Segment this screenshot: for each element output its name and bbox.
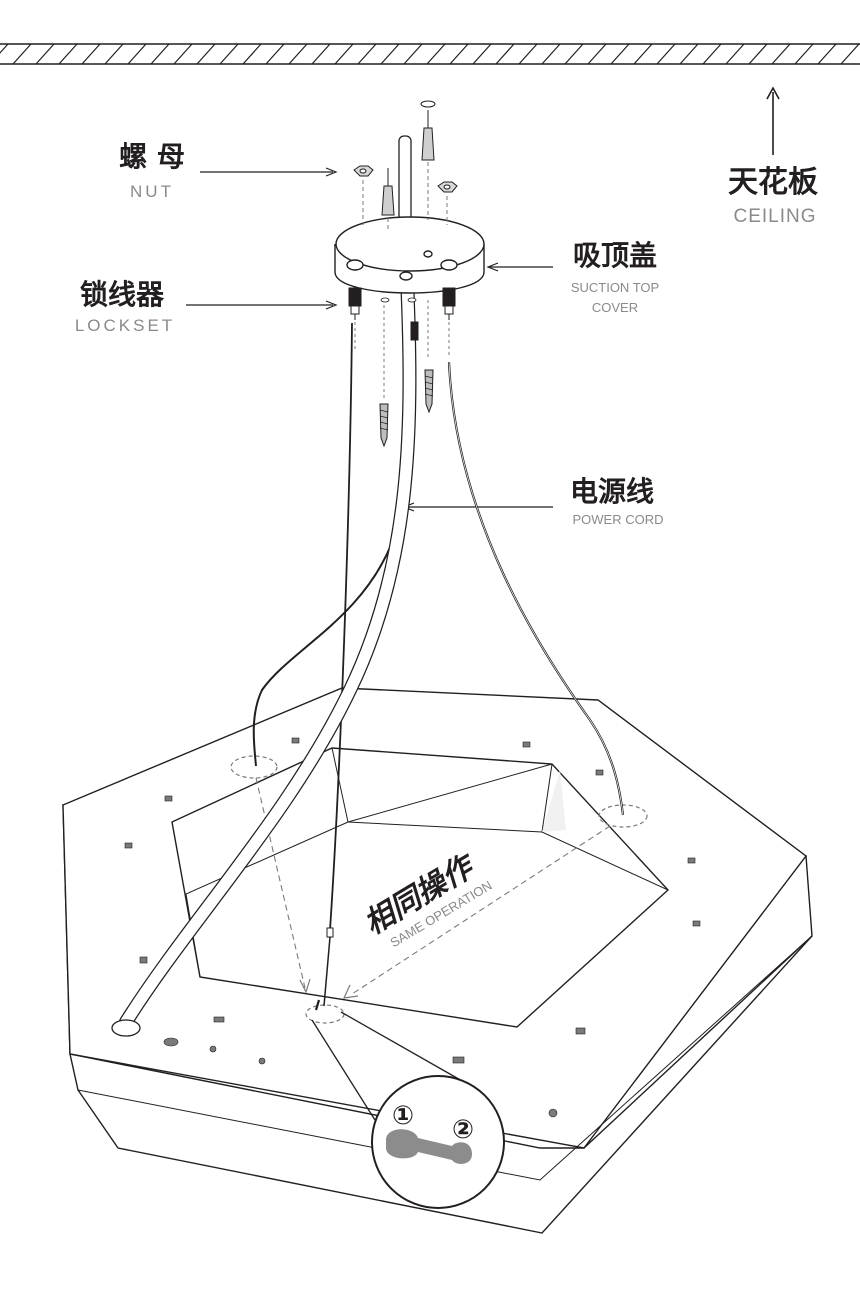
hatch-mark bbox=[0, 43, 9, 54]
hatch-mark bbox=[610, 43, 630, 65]
ceiling-hatch bbox=[0, 43, 860, 65]
lockset-leader bbox=[186, 300, 338, 310]
hatch-mark bbox=[81, 43, 101, 65]
screw-right bbox=[424, 369, 434, 414]
same-operation-arrowheads bbox=[299, 978, 359, 999]
surface-holes bbox=[124, 737, 701, 1118]
anchor-bolts bbox=[381, 100, 436, 216]
suction-cover-label-en-2: COVER bbox=[592, 300, 638, 315]
hatch-mark bbox=[541, 43, 561, 65]
hatch-mark bbox=[633, 43, 653, 65]
step-two-marker: ② bbox=[452, 1115, 474, 1145]
hatch-mark bbox=[794, 43, 814, 65]
lockset-right bbox=[442, 287, 456, 320]
hatch-mark bbox=[219, 43, 239, 65]
hatch-mark bbox=[357, 43, 377, 65]
hatch-mark bbox=[495, 43, 515, 65]
suction-cover-label-cn: 吸顶盖 bbox=[573, 239, 657, 272]
nut-label-cn: 螺 母 bbox=[119, 140, 185, 173]
hatch-mark bbox=[58, 43, 78, 65]
install-guides-top bbox=[362, 162, 448, 230]
hatch-mark bbox=[817, 43, 837, 65]
lockset-label-cn: 锁线器 bbox=[80, 278, 165, 311]
hatch-mark bbox=[127, 43, 147, 65]
hatch-mark bbox=[656, 43, 676, 65]
keyhole-slot bbox=[386, 1129, 472, 1164]
hatch-mark bbox=[725, 43, 745, 65]
hatch-mark bbox=[702, 43, 722, 65]
canopy bbox=[334, 216, 485, 303]
nut-right bbox=[437, 181, 458, 193]
hatch-mark bbox=[449, 43, 469, 65]
hatch-mark bbox=[771, 43, 791, 65]
suction-cover-leader bbox=[486, 262, 553, 272]
power-cord bbox=[111, 135, 417, 1037]
hatch-mark bbox=[242, 43, 262, 65]
power-cord-label-en: POWER CORD bbox=[573, 512, 664, 527]
hatch-mark bbox=[334, 43, 354, 65]
nut-leader bbox=[200, 167, 338, 177]
ceiling-arrow bbox=[766, 86, 780, 155]
suction-cover-label-en-1: SUCTION TOP bbox=[571, 280, 659, 295]
lockset-center bbox=[410, 321, 419, 341]
hatch-mark bbox=[196, 43, 216, 65]
hatch-mark bbox=[587, 43, 607, 65]
ceiling-label-cn: 天花板 bbox=[728, 165, 818, 200]
nut-label-en: NUT bbox=[130, 182, 174, 201]
hatch-mark bbox=[150, 43, 170, 65]
install-guides-bottom bbox=[354, 300, 450, 400]
hatch-mark bbox=[380, 43, 400, 65]
nut-left bbox=[353, 165, 374, 177]
ceiling-label-en: CEILING bbox=[733, 206, 816, 227]
hatch-mark bbox=[748, 43, 768, 65]
hatch-mark bbox=[173, 43, 193, 65]
hatch-mark bbox=[472, 43, 492, 65]
step-one-marker: ① bbox=[392, 1101, 414, 1131]
hatch-mark bbox=[288, 43, 308, 65]
hatch-mark bbox=[403, 43, 423, 65]
same-operation-guides bbox=[255, 777, 611, 995]
lockset-left bbox=[348, 287, 362, 320]
suspension-cables bbox=[252, 322, 625, 1011]
hatch-mark bbox=[35, 43, 55, 65]
lockset-label-en: LOCKSET bbox=[75, 316, 175, 335]
hatch-mark bbox=[104, 43, 124, 65]
power-cord-label-cn: 电源线 bbox=[570, 475, 654, 508]
keyhole-zoom bbox=[311, 1011, 505, 1209]
screw-left bbox=[379, 403, 389, 448]
hatch-mark bbox=[679, 43, 699, 65]
hatch-mark bbox=[564, 43, 584, 65]
hatch-mark bbox=[12, 43, 32, 65]
hatch-mark bbox=[840, 43, 860, 65]
hatch-mark bbox=[426, 43, 446, 65]
hatch-mark bbox=[518, 43, 538, 65]
hatch-mark bbox=[265, 43, 285, 65]
hatch-mark bbox=[311, 43, 331, 65]
